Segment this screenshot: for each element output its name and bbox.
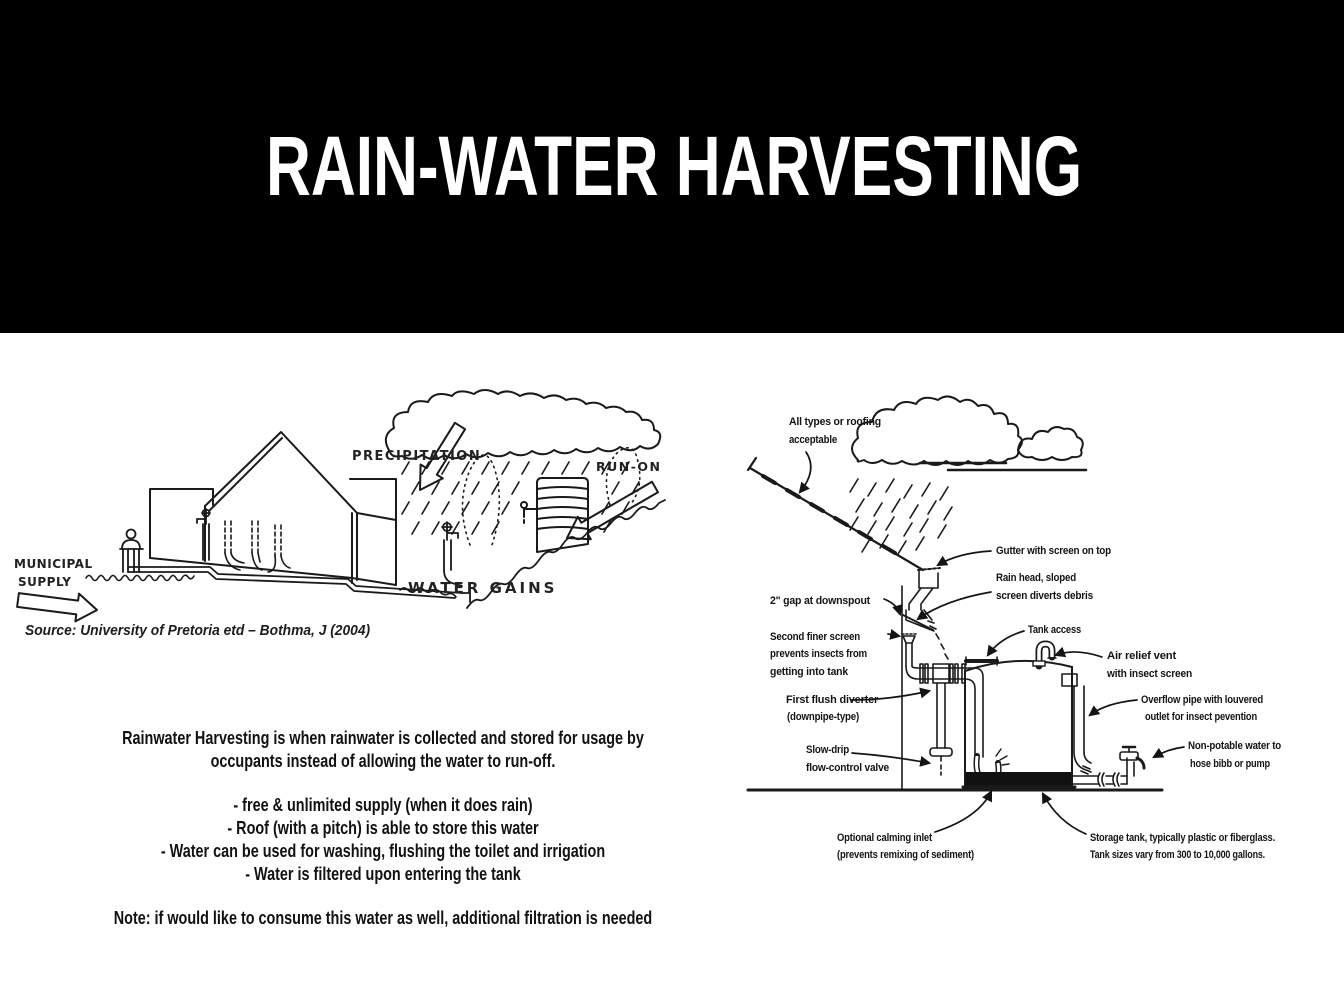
precipitation-label: PRECIPITATION (352, 449, 481, 464)
leader-first-flush (850, 687, 932, 701)
roof (204, 431, 397, 521)
leader-storage (1041, 792, 1087, 835)
air-relief-vent (1032, 640, 1057, 670)
water-gains-label: WATER GAINS (408, 579, 557, 597)
cloud-base-lines (918, 461, 1088, 472)
left-diagram-sketch: PRECIPITATION RUN-ON WATER GAINS MUNICIP… (14, 389, 666, 623)
rain-dashes (401, 461, 640, 535)
label-rain-head: Rain head, sloped (996, 572, 1076, 584)
house (149, 431, 397, 586)
label-second-screen: Second finer screen (770, 631, 860, 643)
bullet-line: - free & unlimited supply (when it does … (233, 795, 533, 815)
label-second-screen: prevents insects from (770, 648, 867, 660)
label-gap: 2" gap at downspout (770, 595, 871, 607)
rain-dashes (849, 478, 953, 555)
right-diagram-schematic: All types or roofing acceptable Gutter w… (746, 395, 1282, 861)
label-rain-head: screen diverts debris (996, 590, 1093, 602)
outlet-pipe (1071, 757, 1135, 787)
leader-air-vent (1053, 646, 1103, 658)
bullet-line: - Water is filtered upon entering the ta… (245, 864, 521, 884)
cloud (851, 395, 1023, 466)
sediment-layer (966, 772, 1071, 786)
label-roofing: acceptable (789, 434, 837, 446)
tap-riser (196, 508, 211, 561)
house-base (149, 557, 397, 586)
label-air-vent: with insect screen (1106, 668, 1192, 680)
schematic-labels: All types or roofing acceptable Gutter w… (770, 416, 1282, 861)
label-slow-drip: Slow-drip (806, 744, 849, 756)
leader-gap (883, 598, 903, 617)
municipal-supply-label2: SUPPLY (18, 575, 71, 589)
bullet-line: - Water can be used for washing, flushin… (160, 841, 606, 861)
leader-overflow (1088, 699, 1138, 717)
underground-pipe (127, 566, 471, 603)
label-overflow: Overflow pipe with louvered (1141, 694, 1263, 706)
water-meter (119, 528, 144, 573)
label-first-flush: (downpipe-type) (787, 711, 859, 723)
label-calming: Optional calming inlet (837, 832, 932, 844)
first-flush-pipe (929, 663, 953, 776)
leader-tank-access (986, 630, 1025, 657)
label-overflow: outlet for insect pevention (1145, 711, 1257, 723)
leader-slow-drip (851, 752, 932, 767)
downpipes (224, 520, 291, 573)
label-gutter: Gutter with screen on top (996, 545, 1111, 557)
run-on-arrow (566, 480, 659, 541)
rain-head (902, 587, 949, 660)
leader-arrows (798, 451, 1185, 835)
overflow-fitting (1061, 673, 1078, 687)
label-non-potable: Non-potable water to (1188, 740, 1281, 752)
run-on-label: RUN-ON (596, 459, 662, 474)
second-finer-screen (901, 633, 917, 644)
intro-line: Rainwater Harvesting is when rainwater i… (122, 728, 644, 748)
leader-rain-head (916, 591, 992, 621)
precipitation-arrow (419, 421, 467, 491)
label-non-potable: hose bibb or pump (1190, 758, 1270, 770)
ground-line (746, 785, 1164, 792)
leader-second-screen (887, 628, 902, 640)
drip-cap (929, 747, 953, 757)
bush-dots (461, 446, 641, 546)
intro-line: occupants instead of allowing the water … (210, 751, 556, 771)
calming-inlet (964, 667, 1010, 784)
leader-roofing (798, 451, 812, 494)
overflow-pipe (1073, 685, 1092, 775)
label-first-flush: First flush diverter (786, 694, 879, 706)
note-line: Note: if would like to consume this wate… (113, 908, 653, 928)
wall-tap (441, 521, 463, 587)
municipal-arrow (16, 592, 98, 623)
leader-gutter (936, 550, 992, 567)
leader-non-potable (1152, 746, 1185, 759)
storage-tank (964, 656, 1078, 787)
cloud-small (1017, 426, 1084, 461)
hose-bibb (1119, 745, 1146, 770)
leader-calming (934, 790, 992, 833)
label-storage: Tank sizes vary from 300 to 10,000 gallo… (1090, 849, 1265, 861)
source-caption: Source: University of Pretoria etd – Bot… (25, 622, 371, 639)
cloud (384, 389, 662, 460)
label-storage: Storage tank, typically plastic or fiber… (1090, 832, 1275, 844)
page-title: RAIN-WATER HARVESTING (265, 119, 1083, 213)
water-tank (520, 477, 589, 553)
label-second-screen: getting into tank (770, 666, 849, 678)
label-tank-access: Tank access (1028, 624, 1081, 636)
municipal-supply-label: MUNICIPAL (14, 557, 93, 571)
label-calming: (prevents remixing of sediment) (837, 849, 974, 861)
label-slow-drip: flow-control valve (806, 762, 889, 774)
body-text-block: Rainwater Harvesting is when rainwater i… (39, 727, 727, 930)
label-roofing: All types or roofing (789, 416, 881, 428)
label-air-vent: Air relief vent (1107, 650, 1177, 662)
ground-squiggle (85, 574, 457, 598)
bullet-line: - Roof (with a pitch) is able to store t… (227, 818, 539, 838)
slope-line (466, 499, 666, 609)
gutter (917, 567, 941, 589)
downspout (905, 642, 966, 684)
header-band: RAIN-WATER HARVESTING (0, 0, 1344, 333)
roof-line (746, 456, 925, 572)
